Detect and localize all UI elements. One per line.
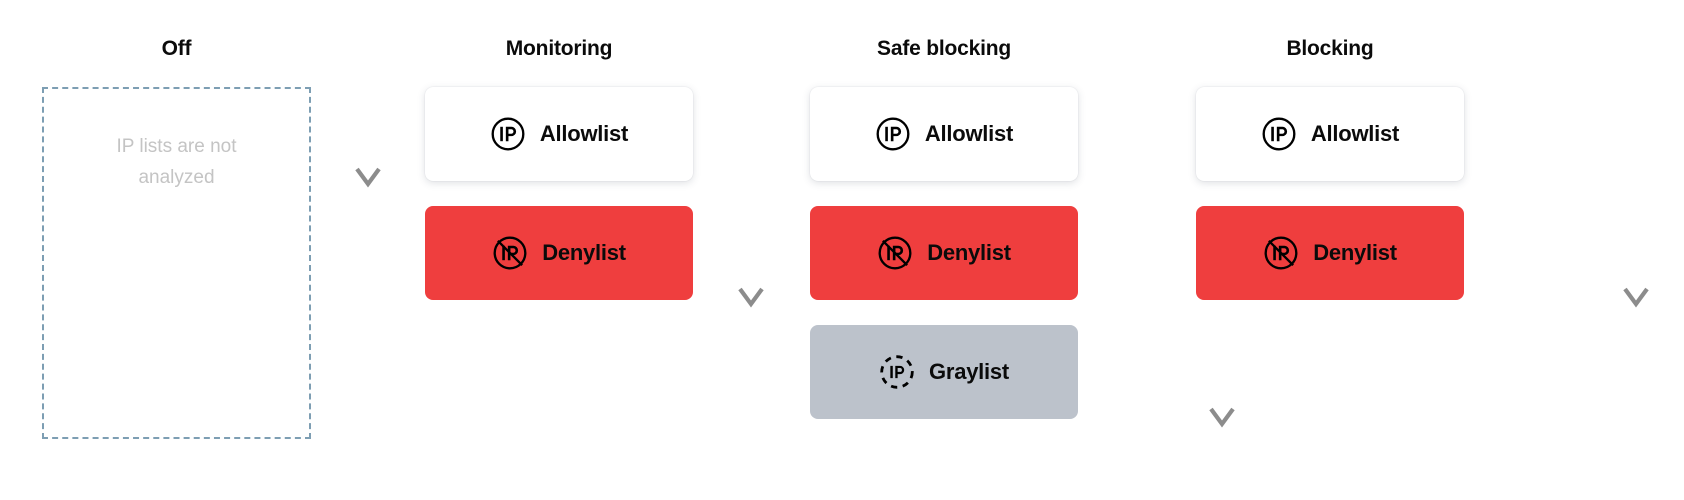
arrow-monitoring-to-safe-blocking	[735, 85, 767, 317]
card-denylist-monitoring[interactable]: Denylist	[425, 206, 693, 300]
ip-dashed-circle-icon	[880, 355, 914, 389]
card-allowlist-safe-blocking[interactable]: Allowlist	[810, 87, 1078, 181]
card-label: Allowlist	[539, 121, 629, 146]
column-header-safe-blocking: Safe blocking	[877, 37, 1011, 60]
column-header-off: Off	[161, 37, 192, 60]
card-label: Allowlist	[1310, 121, 1400, 146]
off-empty-placeholder-box: IP lists are not analyzed	[42, 87, 311, 439]
column-header-blocking: Blocking	[1286, 37, 1374, 60]
column-monitoring: Allowlist Denylist	[425, 87, 693, 325]
column-safe-blocking: Allowlist Denylist Gr	[810, 87, 1078, 444]
ip-circle-slash-icon	[878, 236, 912, 270]
card-allowlist-monitoring[interactable]: Allowlist	[425, 87, 693, 181]
arrow-blocking-onward	[1620, 85, 1652, 317]
ip-circle-icon	[491, 117, 525, 151]
ip-circle-icon	[876, 117, 910, 151]
card-allowlist-blocking[interactable]: Allowlist	[1196, 87, 1464, 181]
off-empty-placeholder-text: IP lists are not analyzed	[116, 136, 237, 188]
card-graylist-safe-blocking[interactable]: Graylist	[810, 325, 1078, 419]
card-denylist-safe-blocking[interactable]: Denylist	[810, 206, 1078, 300]
card-label: Denylist	[927, 240, 1011, 265]
card-denylist-blocking[interactable]: Denylist	[1196, 206, 1464, 300]
arrow-off-to-monitoring	[352, 85, 384, 195]
ip-circle-icon	[1262, 117, 1296, 151]
column-header-monitoring: Monitoring	[505, 37, 613, 60]
card-label: Graylist	[929, 359, 1009, 384]
card-label: Denylist	[1313, 240, 1397, 265]
column-blocking: Allowlist Denylist	[1196, 87, 1464, 325]
ip-circle-slash-icon	[493, 236, 527, 270]
card-label: Denylist	[542, 240, 626, 265]
ip-circle-slash-icon	[1264, 236, 1298, 270]
card-label: Allowlist	[924, 121, 1014, 146]
